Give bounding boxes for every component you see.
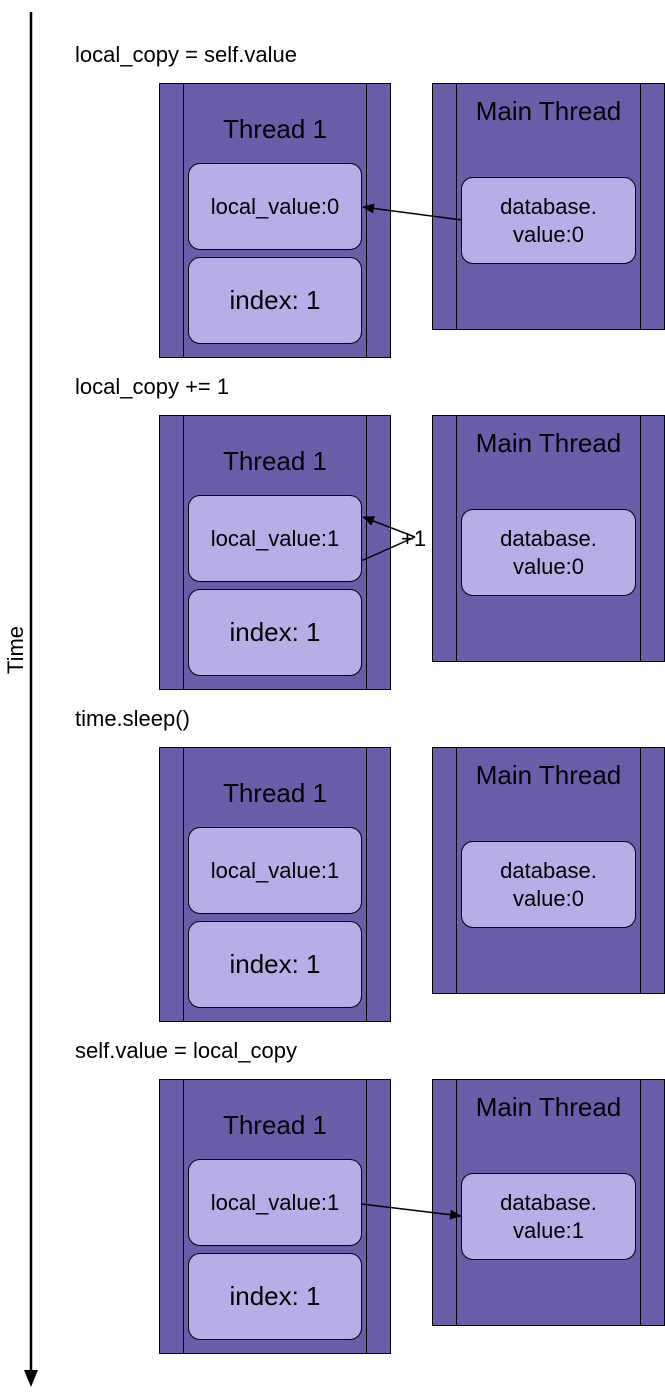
database-value-cell: database. value:0 [461, 509, 636, 596]
increment-label: +1 [401, 526, 427, 551]
step-label: self.value = local_copy [75, 1038, 297, 1063]
main-thread-title: Main Thread [475, 96, 622, 126]
database-value-cell: database. value:1 [461, 1173, 636, 1260]
index-cell: index: 1 [188, 257, 362, 344]
index-cell: index: 1 [188, 589, 362, 676]
step-label: local_copy += 1 [75, 374, 230, 399]
index-cell: index: 1 [188, 1253, 362, 1340]
database-value-cell: database. value:0 [461, 841, 636, 928]
thread-title: Thread 1 [222, 1110, 328, 1140]
local-value-cell: local_value:1 [188, 495, 362, 582]
main-thread-title: Main Thread [475, 428, 622, 458]
main-thread-box: Main Thread database. value:0 [432, 415, 665, 662]
local-value-cell: local_value:1 [188, 1159, 362, 1246]
step-panel-3: self.value = local_copy Thread 1 local_v… [0, 996, 665, 1354]
thread-title: Thread 1 [222, 446, 328, 476]
local-value-cell: local_value:1 [188, 827, 362, 914]
thread-box: Thread 1 local_value:1 index: 1 [159, 747, 391, 1022]
step-panel-1: local_copy += 1 Thread 1 local_value:1 i… [0, 332, 665, 690]
step-label: local_copy = self.value [75, 42, 297, 67]
step-panel-0: local_copy = self.value Thread 1 local_v… [0, 0, 665, 358]
index-cell: index: 1 [188, 921, 362, 1008]
step-label: time.sleep() [75, 706, 190, 731]
main-thread-box: Main Thread database. value:1 [432, 1079, 665, 1326]
database-value-cell: database. value:0 [461, 177, 636, 264]
step-panel-2: time.sleep() Thread 1 local_value:1 inde… [0, 664, 665, 1022]
main-thread-box: Main Thread database. value:0 [432, 747, 665, 994]
thread-box: Thread 1 local_value:1 index: 1 [159, 1079, 391, 1354]
thread-box: Thread 1 local_value:1 index: 1 [159, 415, 391, 690]
thread-title: Thread 1 [222, 778, 328, 808]
local-value-cell: local_value:0 [188, 163, 362, 250]
main-thread-title: Main Thread [475, 760, 622, 790]
main-thread-title: Main Thread [475, 1092, 622, 1122]
main-thread-box: Main Thread database. value:0 [432, 83, 665, 330]
thread-box: Thread 1 local_value:0 index: 1 [159, 83, 391, 358]
thread-title: Thread 1 [222, 114, 328, 144]
